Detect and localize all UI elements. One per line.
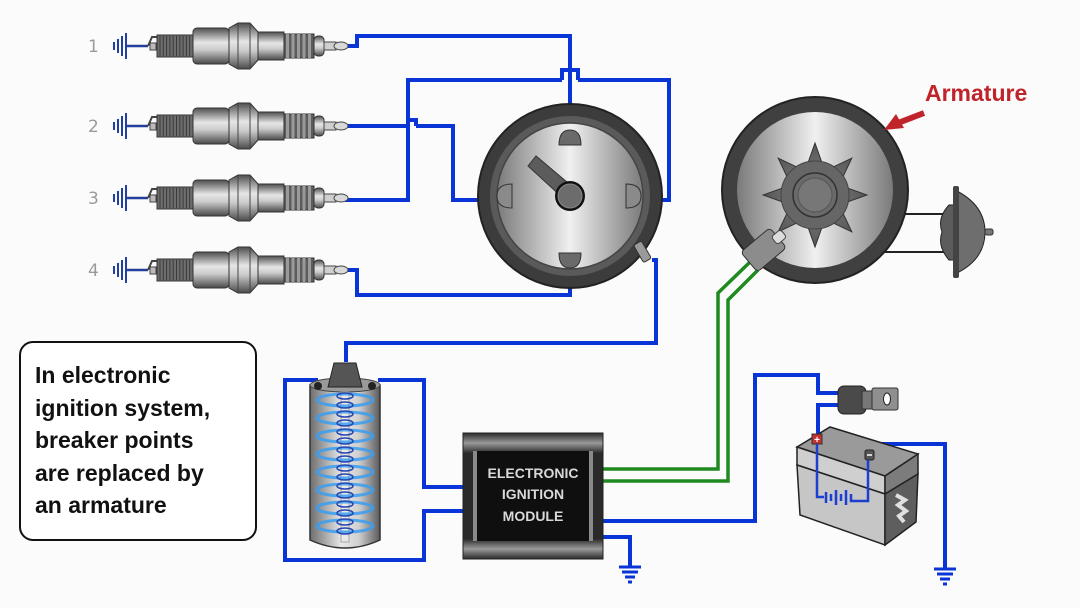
- distributor-terminal-bottom: [558, 252, 582, 269]
- primary-winding-turn: [315, 482, 375, 498]
- coil-windings: [315, 392, 375, 535]
- primary-winding-turn: [315, 410, 375, 426]
- spark-plug-number: 3: [88, 189, 99, 209]
- distributor[interactable]: [477, 103, 663, 289]
- spark-plugs: 1 2 3 4: [88, 22, 349, 294]
- spark-plug-number: 4: [88, 261, 99, 281]
- pickup-connector: [633, 241, 652, 263]
- secondary-winding-turn: [336, 527, 354, 535]
- primary-winding-turn: [315, 464, 375, 480]
- rotor: [527, 155, 585, 211]
- secondary-winding-turn: [336, 437, 354, 445]
- battery-cell-symbol: [815, 444, 870, 505]
- spark-plug-number: 1: [88, 37, 99, 57]
- armature-label: Armature: [925, 80, 1027, 106]
- primary-winding-turn: [315, 446, 375, 462]
- primary-winding-turn: [315, 392, 375, 408]
- module-label-line-1: ELECTRONIC: [488, 465, 579, 481]
- secondary-winding-turn: [336, 392, 354, 400]
- spark-ground-icon: [113, 257, 148, 283]
- ignition-coil[interactable]: [309, 362, 381, 549]
- distributor-terminal-top: [558, 129, 582, 146]
- spark-plug-4[interactable]: 4: [88, 246, 349, 294]
- ignition-switch[interactable]: [837, 385, 899, 415]
- positive-terminal-label: +: [814, 435, 820, 446]
- secondary-winding-turn: [336, 464, 354, 472]
- secondary-winding-turn: [336, 509, 354, 517]
- distributor-terminal-left: [496, 183, 513, 209]
- secondary-winding-turn: [336, 401, 354, 409]
- spark-plug-1[interactable]: 1: [88, 22, 349, 70]
- spark-ground-icon: [113, 113, 148, 139]
- module-ground-icon: [619, 565, 641, 584]
- secondary-winding-turn: [336, 419, 354, 427]
- module-label-line-2: IGNITION: [502, 486, 564, 502]
- spark-ground-icon: [113, 33, 148, 59]
- secondary-winding-turn: [336, 500, 354, 508]
- primary-winding-turn: [315, 500, 375, 516]
- secondary-winding-turn: [336, 518, 354, 526]
- primary-winding-turn: [315, 428, 375, 444]
- secondary-winding-turn: [336, 482, 354, 490]
- secondary-winding-turn: [336, 446, 354, 454]
- secondary-winding-turn: [336, 473, 354, 481]
- spark-ground-icon: [113, 185, 148, 211]
- arrow-head-icon: [884, 114, 904, 130]
- primary-winding-turn: [315, 518, 375, 534]
- module-label-line-3: MODULE: [503, 508, 564, 524]
- pickup-coil: [741, 228, 786, 271]
- spark-plug-number: 2: [88, 117, 99, 137]
- callout-text: In electronic ignition system, breaker p…: [35, 362, 211, 518]
- callout-box: In electronic ignition system, breaker p…: [19, 341, 257, 541]
- secondary-winding-turn: [336, 410, 354, 418]
- ht-leads: [283, 34, 947, 568]
- electronic-ignition-module[interactable]: ELECTRONIC IGNITION MODULE: [462, 432, 604, 560]
- spark-plug-3[interactable]: 3: [88, 174, 349, 222]
- lightning-icon: [894, 493, 910, 524]
- secondary-winding-turn: [336, 491, 354, 499]
- battery[interactable]: +: [795, 426, 920, 547]
- secondary-winding-turn: [336, 428, 354, 436]
- distributor-terminal-right: [625, 183, 642, 209]
- secondary-winding-turn: [336, 455, 354, 463]
- armature-annotation: Armature: [884, 80, 1027, 130]
- signal-leads: [603, 260, 760, 483]
- pickup-assembly[interactable]: [721, 96, 994, 284]
- spark-plug-2[interactable]: 2: [88, 102, 349, 150]
- arrow-shaft: [896, 110, 926, 126]
- battery-ground-icon: [934, 567, 956, 586]
